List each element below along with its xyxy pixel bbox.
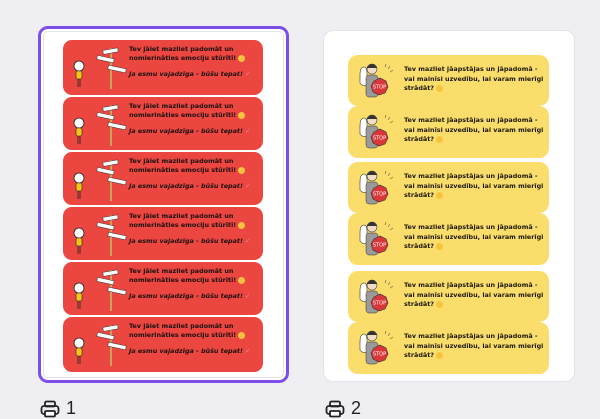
thinking-emoji-icon [238,166,246,174]
printer-icon [40,400,60,417]
girl-signpost-illustration [67,209,129,259]
girl-signpost-illustration [67,154,129,204]
girl-signpost-illustration [67,319,129,369]
page-thumbnail-2[interactable]: STOP Tev mazliet jāapstājas un jāpadomā … [323,30,575,382]
card-line-1: Tev jāiet mazliet padomāt un [129,102,234,110]
checkmark-icon: ✓ [244,70,251,78]
red-card: Tev jāiet mazliet padomāt un nomierināti… [63,207,263,260]
card-text: Tev mazliet jāapstājas un jāpadomā - vai… [404,65,544,93]
stop-sign-illustration: STOP [354,162,404,212]
stop-sign-illustration: STOP [354,213,404,263]
card-line-2: nomierināties emociju stūrītī! [129,276,237,284]
stop-sign-illustration: STOP [354,106,404,156]
girl-signpost-illustration [67,264,129,314]
smiling-emoji-icon [435,135,443,143]
card-line-2: nomierināties emociju stūrītī! [129,111,237,119]
checkmark-icon: ✓ [244,182,251,190]
red-card: Tev jāiet mazliet padomāt un nomierināti… [63,152,263,205]
yellow-card: STOP Tev mazliet jāapstājas un jāpadomā … [348,322,549,374]
card-text: Tev mazliet jāapstājas un jāpadomā - vai… [404,223,544,251]
thinking-emoji-icon [238,54,246,62]
smiling-emoji-icon [435,191,443,199]
card-line-1: Tev jāiet mazliet padomāt un [129,322,234,330]
thinking-emoji-icon [238,111,246,119]
stop-label: STOP [373,243,386,249]
yellow-card: STOP Tev mazliet jāapstājas un jāpadomā … [348,271,549,322]
page-thumbnail-1[interactable]: Tev jāiet mazliet padomāt un nomierināti… [38,26,289,383]
girl-signpost-illustration [67,99,129,149]
page-label-1: 1 [40,398,76,419]
card-line-1: Tev jāiet mazliet padomāt un [129,212,234,220]
card-line-2: nomierināties emociju stūrītī! [129,166,237,174]
printer-icon [325,400,345,417]
smiling-emoji-icon [435,242,443,250]
checkmark-icon: ✓ [244,237,251,245]
red-card: Tev jāiet mazliet padomāt un nomierināti… [63,40,263,95]
girl-signpost-illustration [67,42,129,92]
smiling-emoji-icon [435,300,443,308]
checkmark-icon: ✓ [244,127,251,135]
stop-sign-illustration: STOP [354,322,404,372]
card-line-2: nomierināties emociju stūrītī! [129,331,237,339]
card-text: Tev mazliet jāapstājas un jāpadomā - vai… [404,116,544,144]
red-card: Tev jāiet mazliet padomāt un nomierināti… [63,262,263,315]
card-text: Tev mazliet jāapstājas un jāpadomā - vai… [404,281,544,309]
yellow-card: STOP Tev mazliet jāapstājas un jāpadomā … [348,162,549,213]
stop-label: STOP [373,136,386,142]
page-number: 1 [66,398,77,418]
thinking-emoji-icon [238,276,246,284]
stop-label: STOP [373,192,386,198]
card-line-1: Tev jāiet mazliet padomāt un [129,157,234,165]
card-line-3: Ja esmu vajadzīga - būšu tepat! [129,70,243,78]
card-line-1: Tev jāiet mazliet padomāt un [129,45,234,53]
card-text: Tev mazliet jāapstājas un jāpadomā - vai… [404,332,544,360]
smiling-emoji-icon [435,84,443,92]
card-line-1: Tev jāiet mazliet padomāt un [129,267,234,275]
card-line-3: Ja esmu vajadzīga - būšu tepat! [129,347,243,355]
card-line-3: Ja esmu vajadzīga - būšu tepat! [129,182,243,190]
thinking-emoji-icon [238,221,246,229]
stop-label: STOP [373,352,386,358]
stop-label: STOP [373,301,386,307]
page-label-2: 2 [325,398,361,419]
card-line-3: Ja esmu vajadzīga - būšu tepat! [129,237,243,245]
card-line-2: nomierināties emociju stūrītī! [129,221,237,229]
red-card: Tev jāiet mazliet padomāt un nomierināti… [63,317,263,372]
yellow-card: STOP Tev mazliet jāapstājas un jāpadomā … [348,106,549,158]
smiling-emoji-icon [435,351,443,359]
card-line-3: Ja esmu vajadzīga - būšu tepat! [129,292,243,300]
stop-sign-illustration: STOP [354,55,404,105]
stop-label: STOP [373,85,386,91]
thinking-emoji-icon [238,331,246,339]
card-line-2: nomierināties emociju stūrītī! [129,54,237,62]
yellow-card: STOP Tev mazliet jāapstājas un jāpadomā … [348,55,549,106]
checkmark-icon: ✓ [244,347,251,355]
red-card: Tev jāiet mazliet padomāt un nomierināti… [63,97,263,150]
card-line-3: Ja esmu vajadzīga - būšu tepat! [129,127,243,135]
card-text: Tev mazliet jāapstājas un jāpadomā - vai… [404,172,544,200]
page-number: 2 [351,398,362,418]
stop-sign-illustration: STOP [354,271,404,321]
checkmark-icon: ✓ [244,292,251,300]
yellow-card: STOP Tev mazliet jāapstājas un jāpadomā … [348,213,549,265]
